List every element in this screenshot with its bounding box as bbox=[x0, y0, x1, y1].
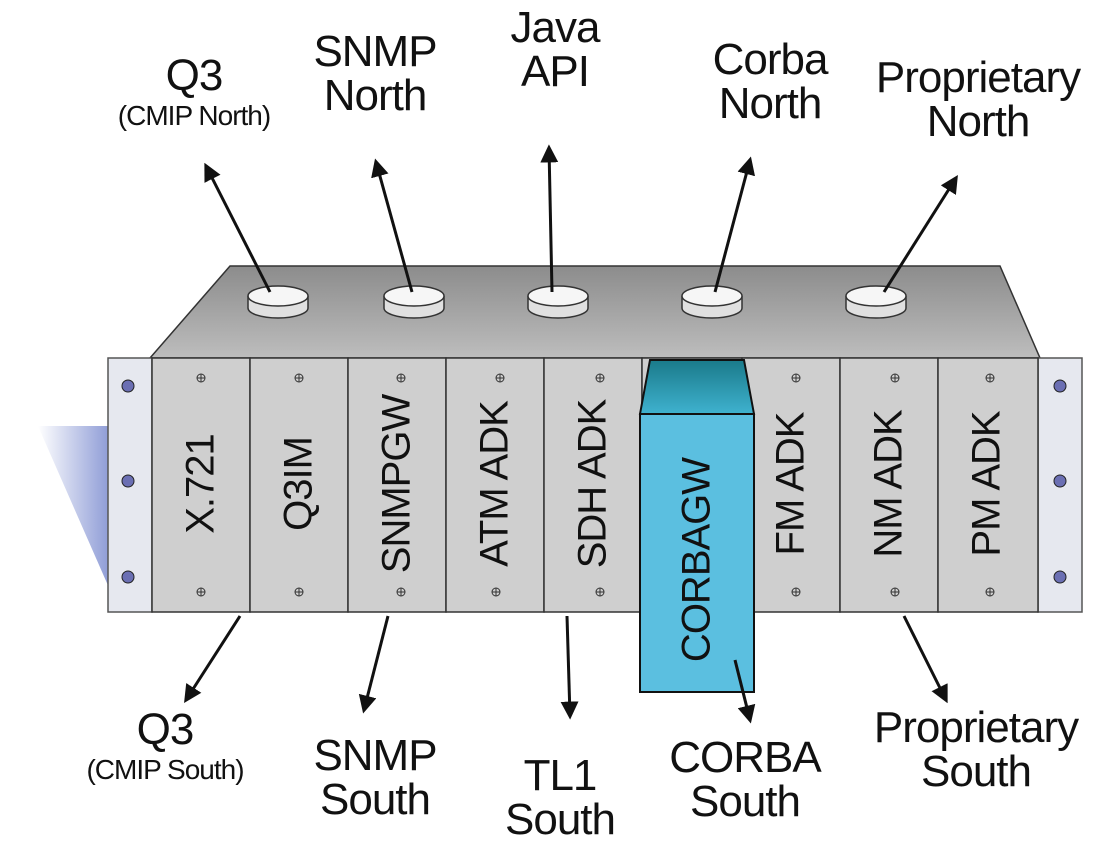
connector-puck bbox=[383, 285, 445, 319]
card bbox=[445, 357, 545, 613]
card-label: PM ADK bbox=[964, 411, 1009, 557]
label-proprietary-south: Proprietary South bbox=[873, 703, 1079, 796]
card-screws bbox=[196, 373, 995, 597]
label-q3-north: Q3 (CMIP North) bbox=[117, 51, 271, 131]
card bbox=[151, 357, 251, 613]
card-label: ATM ADK bbox=[472, 401, 517, 567]
card-label: SNMPGW bbox=[374, 394, 419, 574]
card-label: X.721 bbox=[178, 434, 223, 534]
arrow-proprietary-north bbox=[882, 174, 958, 293]
ear-screw bbox=[121, 474, 135, 488]
arrow-q3-south bbox=[184, 615, 242, 704]
ear-screw bbox=[1053, 570, 1067, 584]
connector-puck bbox=[845, 285, 907, 319]
ear-screw bbox=[121, 379, 135, 393]
label-snmp-south: SNMP South bbox=[313, 731, 437, 824]
ear-screw bbox=[121, 570, 135, 584]
corba-card bbox=[639, 413, 755, 693]
card bbox=[937, 357, 1039, 613]
card-panel bbox=[151, 357, 1039, 613]
north-arrows bbox=[204, 144, 958, 293]
corba-card-top bbox=[638, 359, 756, 415]
south-arrows bbox=[184, 615, 948, 724]
label-corba-north: Corba North bbox=[712, 35, 829, 128]
card bbox=[249, 357, 349, 613]
arrow-snmp-south bbox=[358, 615, 390, 714]
label-tl1-south: TL1 South bbox=[505, 751, 616, 844]
arrow-java-api bbox=[540, 144, 559, 293]
label-corba-south: CORBA South bbox=[669, 733, 821, 826]
connector-puck bbox=[527, 285, 589, 319]
arrow-corba-south bbox=[733, 659, 756, 724]
card-label-corba: CORBAGW bbox=[674, 457, 719, 663]
card-label: NM ADK bbox=[866, 410, 911, 558]
label-proprietary-north: Proprietary North bbox=[875, 53, 1081, 146]
label-q3-south: Q3 (CMIP South) bbox=[86, 705, 244, 785]
card-label: FM ADK bbox=[768, 412, 813, 556]
card bbox=[839, 357, 939, 613]
arrow-snmp-north bbox=[371, 158, 414, 293]
arrow-corba-north bbox=[713, 156, 756, 293]
card-label: Q3IM bbox=[276, 437, 321, 531]
card-label: SDH ADK bbox=[570, 399, 615, 569]
connector-puck bbox=[681, 285, 743, 319]
connector-puck bbox=[247, 285, 309, 319]
label-snmp-north: SNMP North bbox=[313, 27, 437, 120]
ear-screw bbox=[1053, 379, 1067, 393]
card bbox=[543, 357, 643, 613]
ear-screw bbox=[1053, 474, 1067, 488]
arrow-tl1-south bbox=[560, 615, 579, 720]
label-java-api: Java API bbox=[510, 3, 601, 96]
side-shadow bbox=[38, 426, 110, 590]
arrow-q3-north bbox=[204, 162, 272, 293]
arrow-proprietary-south bbox=[902, 615, 948, 704]
connector-pucks bbox=[247, 285, 907, 319]
card bbox=[347, 357, 447, 613]
